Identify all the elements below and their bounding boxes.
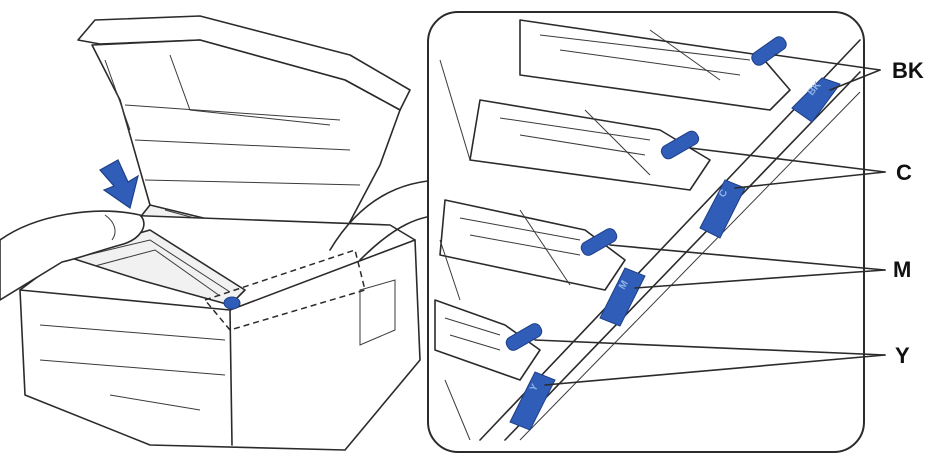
cartridge-tag-c: C	[699, 179, 746, 239]
cartridge-tag-c-text: C	[717, 188, 730, 200]
leader-lines	[534, 54, 886, 386]
lever-m	[580, 228, 618, 256]
printer-illustration	[0, 15, 446, 451]
lever-bk	[751, 36, 787, 66]
lever-c	[660, 130, 700, 160]
cartridge-tag-m: M	[599, 267, 646, 327]
label-bk: BK	[892, 58, 924, 83]
cartridge-tag-y-text: Y	[528, 382, 541, 394]
cartridge-tag-y: Y	[509, 371, 556, 431]
label-y: Y	[895, 343, 910, 368]
label-c: C	[896, 160, 912, 185]
down-arrow-icon	[99, 159, 139, 209]
label-m: M	[893, 257, 911, 282]
lever-y	[505, 323, 543, 351]
